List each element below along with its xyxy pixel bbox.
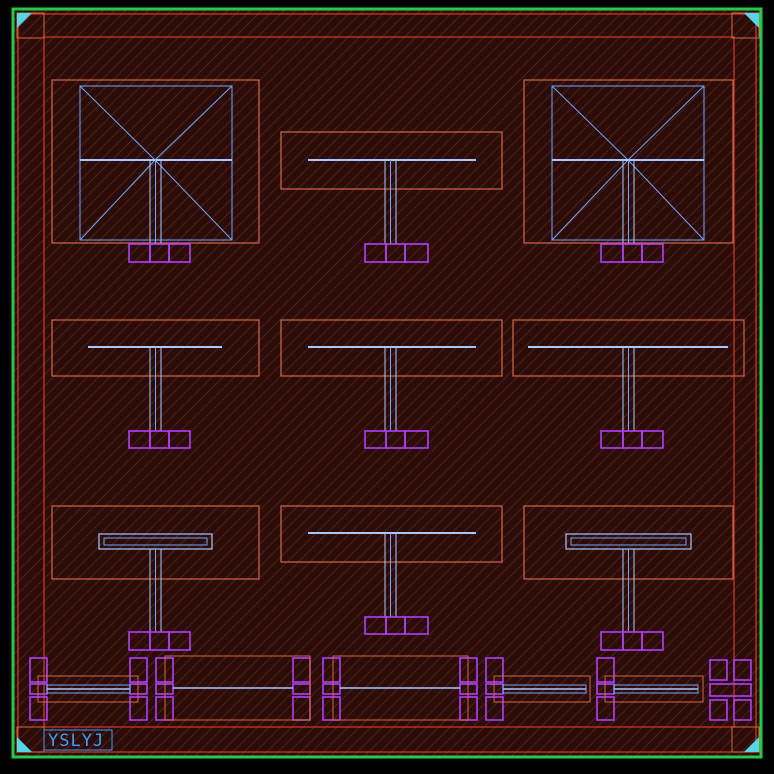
layout-label-text: YSLYJ [48, 731, 104, 751]
corner-markers [16, 12, 760, 753]
top-right-cell [523, 79, 734, 263]
test-structure-strip [29, 655, 752, 721]
layout-label: YSLYJ [43, 729, 113, 751]
bottom-left-cell [51, 505, 260, 651]
top-left-cell [51, 79, 260, 263]
chip-outline [11, 7, 763, 759]
chip-inner-outline [17, 13, 757, 753]
hatch-background [14, 10, 760, 756]
mid-center-cell [280, 319, 503, 449]
bottom-right-cell [523, 505, 734, 651]
seal-ring-frame [43, 36, 735, 728]
bottom-center-cell [280, 505, 503, 635]
mid-left-cell [51, 319, 260, 449]
top-center-cell [280, 131, 503, 263]
mid-right-cell [512, 319, 745, 449]
